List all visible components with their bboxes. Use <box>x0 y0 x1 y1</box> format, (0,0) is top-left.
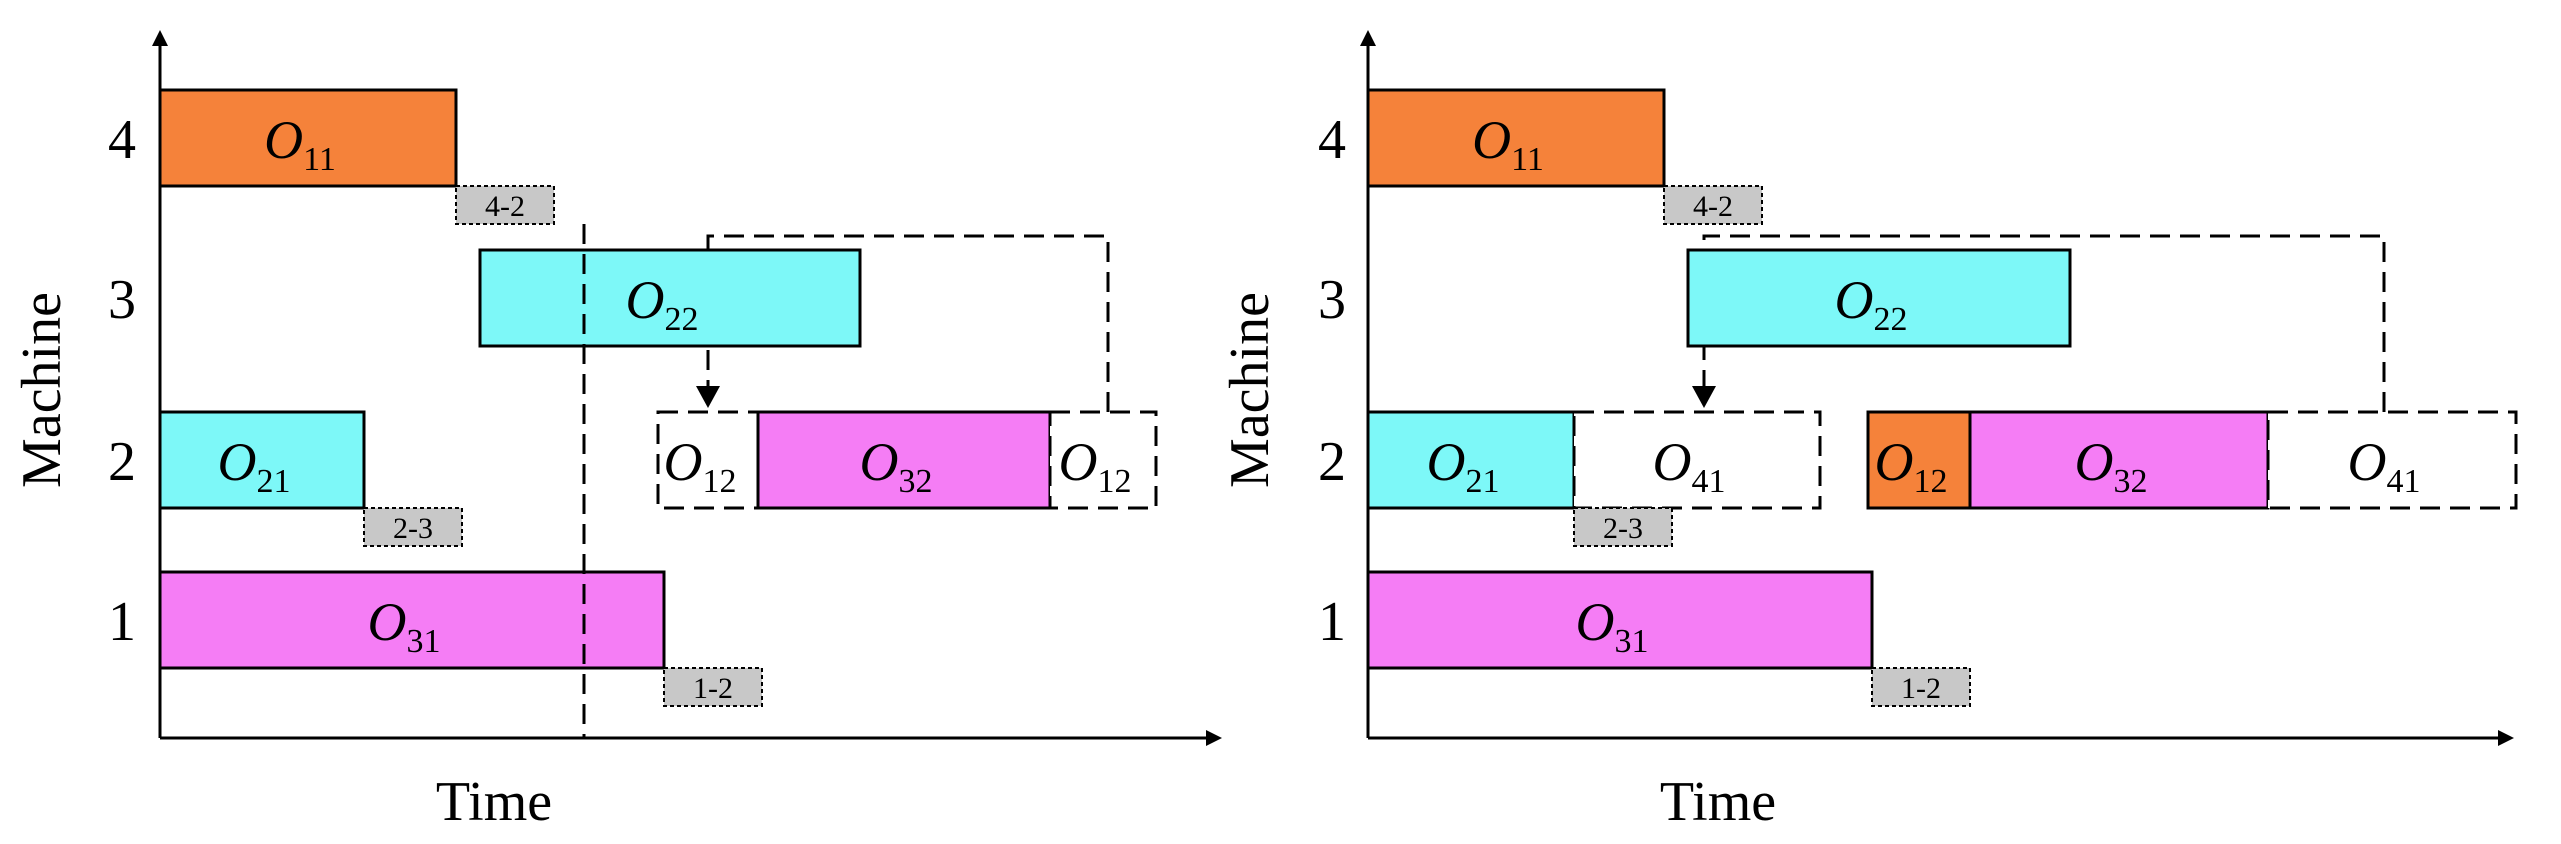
machine-tick-2: 2 <box>1318 431 1346 493</box>
operation-o41a <box>1572 410 1822 510</box>
machine-tick-3: 3 <box>1318 269 1346 331</box>
operation-o12a <box>656 410 760 510</box>
machine-tick-3: 3 <box>108 269 136 331</box>
transfer-tag-label: 4-2 <box>485 190 525 223</box>
transfer-tag-2-3 <box>1573 507 1673 547</box>
operation-o21 <box>1366 410 1576 510</box>
transfer-tag-label: 2-3 <box>393 512 433 545</box>
transfer-tag-1-2 <box>663 667 763 707</box>
operation-o11 <box>158 88 458 188</box>
y-axis-title: Machine <box>11 292 73 488</box>
reassignment-path <box>706 234 1110 412</box>
operation-o21 <box>158 410 366 510</box>
reassignment-arrow-icon <box>696 386 720 408</box>
machine-tick-4: 4 <box>1318 109 1346 171</box>
operation-label: O31 <box>1576 592 1649 660</box>
operation-o31 <box>158 570 666 670</box>
operation-label: O41 <box>1653 432 1726 500</box>
transfer-tag-label: 1-2 <box>693 672 733 705</box>
operation-o12b <box>1048 410 1158 510</box>
machine-tick-1: 1 <box>1318 591 1346 653</box>
transfer-tag-1-2 <box>1871 667 1971 707</box>
x-axis-title: Time <box>1660 771 1776 833</box>
operation-o12 <box>1866 410 1972 510</box>
transfer-tag-label: 2-3 <box>1603 512 1643 545</box>
operation-label: O22 <box>626 270 699 338</box>
transfer-tag-4-2 <box>455 185 555 225</box>
operation-o41b <box>2266 410 2518 510</box>
transfer-tag-2-3 <box>363 507 463 547</box>
transfer-tag-label: 4-2 <box>1693 190 1733 223</box>
machine-tick-4: 4 <box>108 109 136 171</box>
operation-o11 <box>1366 88 1666 188</box>
transfer-tag-label: 1-2 <box>1901 672 1941 705</box>
operation-o31 <box>1366 570 1874 670</box>
operation-o22 <box>478 248 862 348</box>
y-axis-title: Machine <box>1219 292 1281 488</box>
transfer-tag-4-2 <box>1663 185 1763 225</box>
x-axis-title: Time <box>436 771 552 833</box>
machine-tick-2: 2 <box>108 431 136 493</box>
reassignment-arrow-icon <box>1692 386 1716 408</box>
machine-tick-1: 1 <box>108 591 136 653</box>
operation-o32 <box>1968 410 2270 510</box>
operation-o22 <box>1686 248 2072 348</box>
